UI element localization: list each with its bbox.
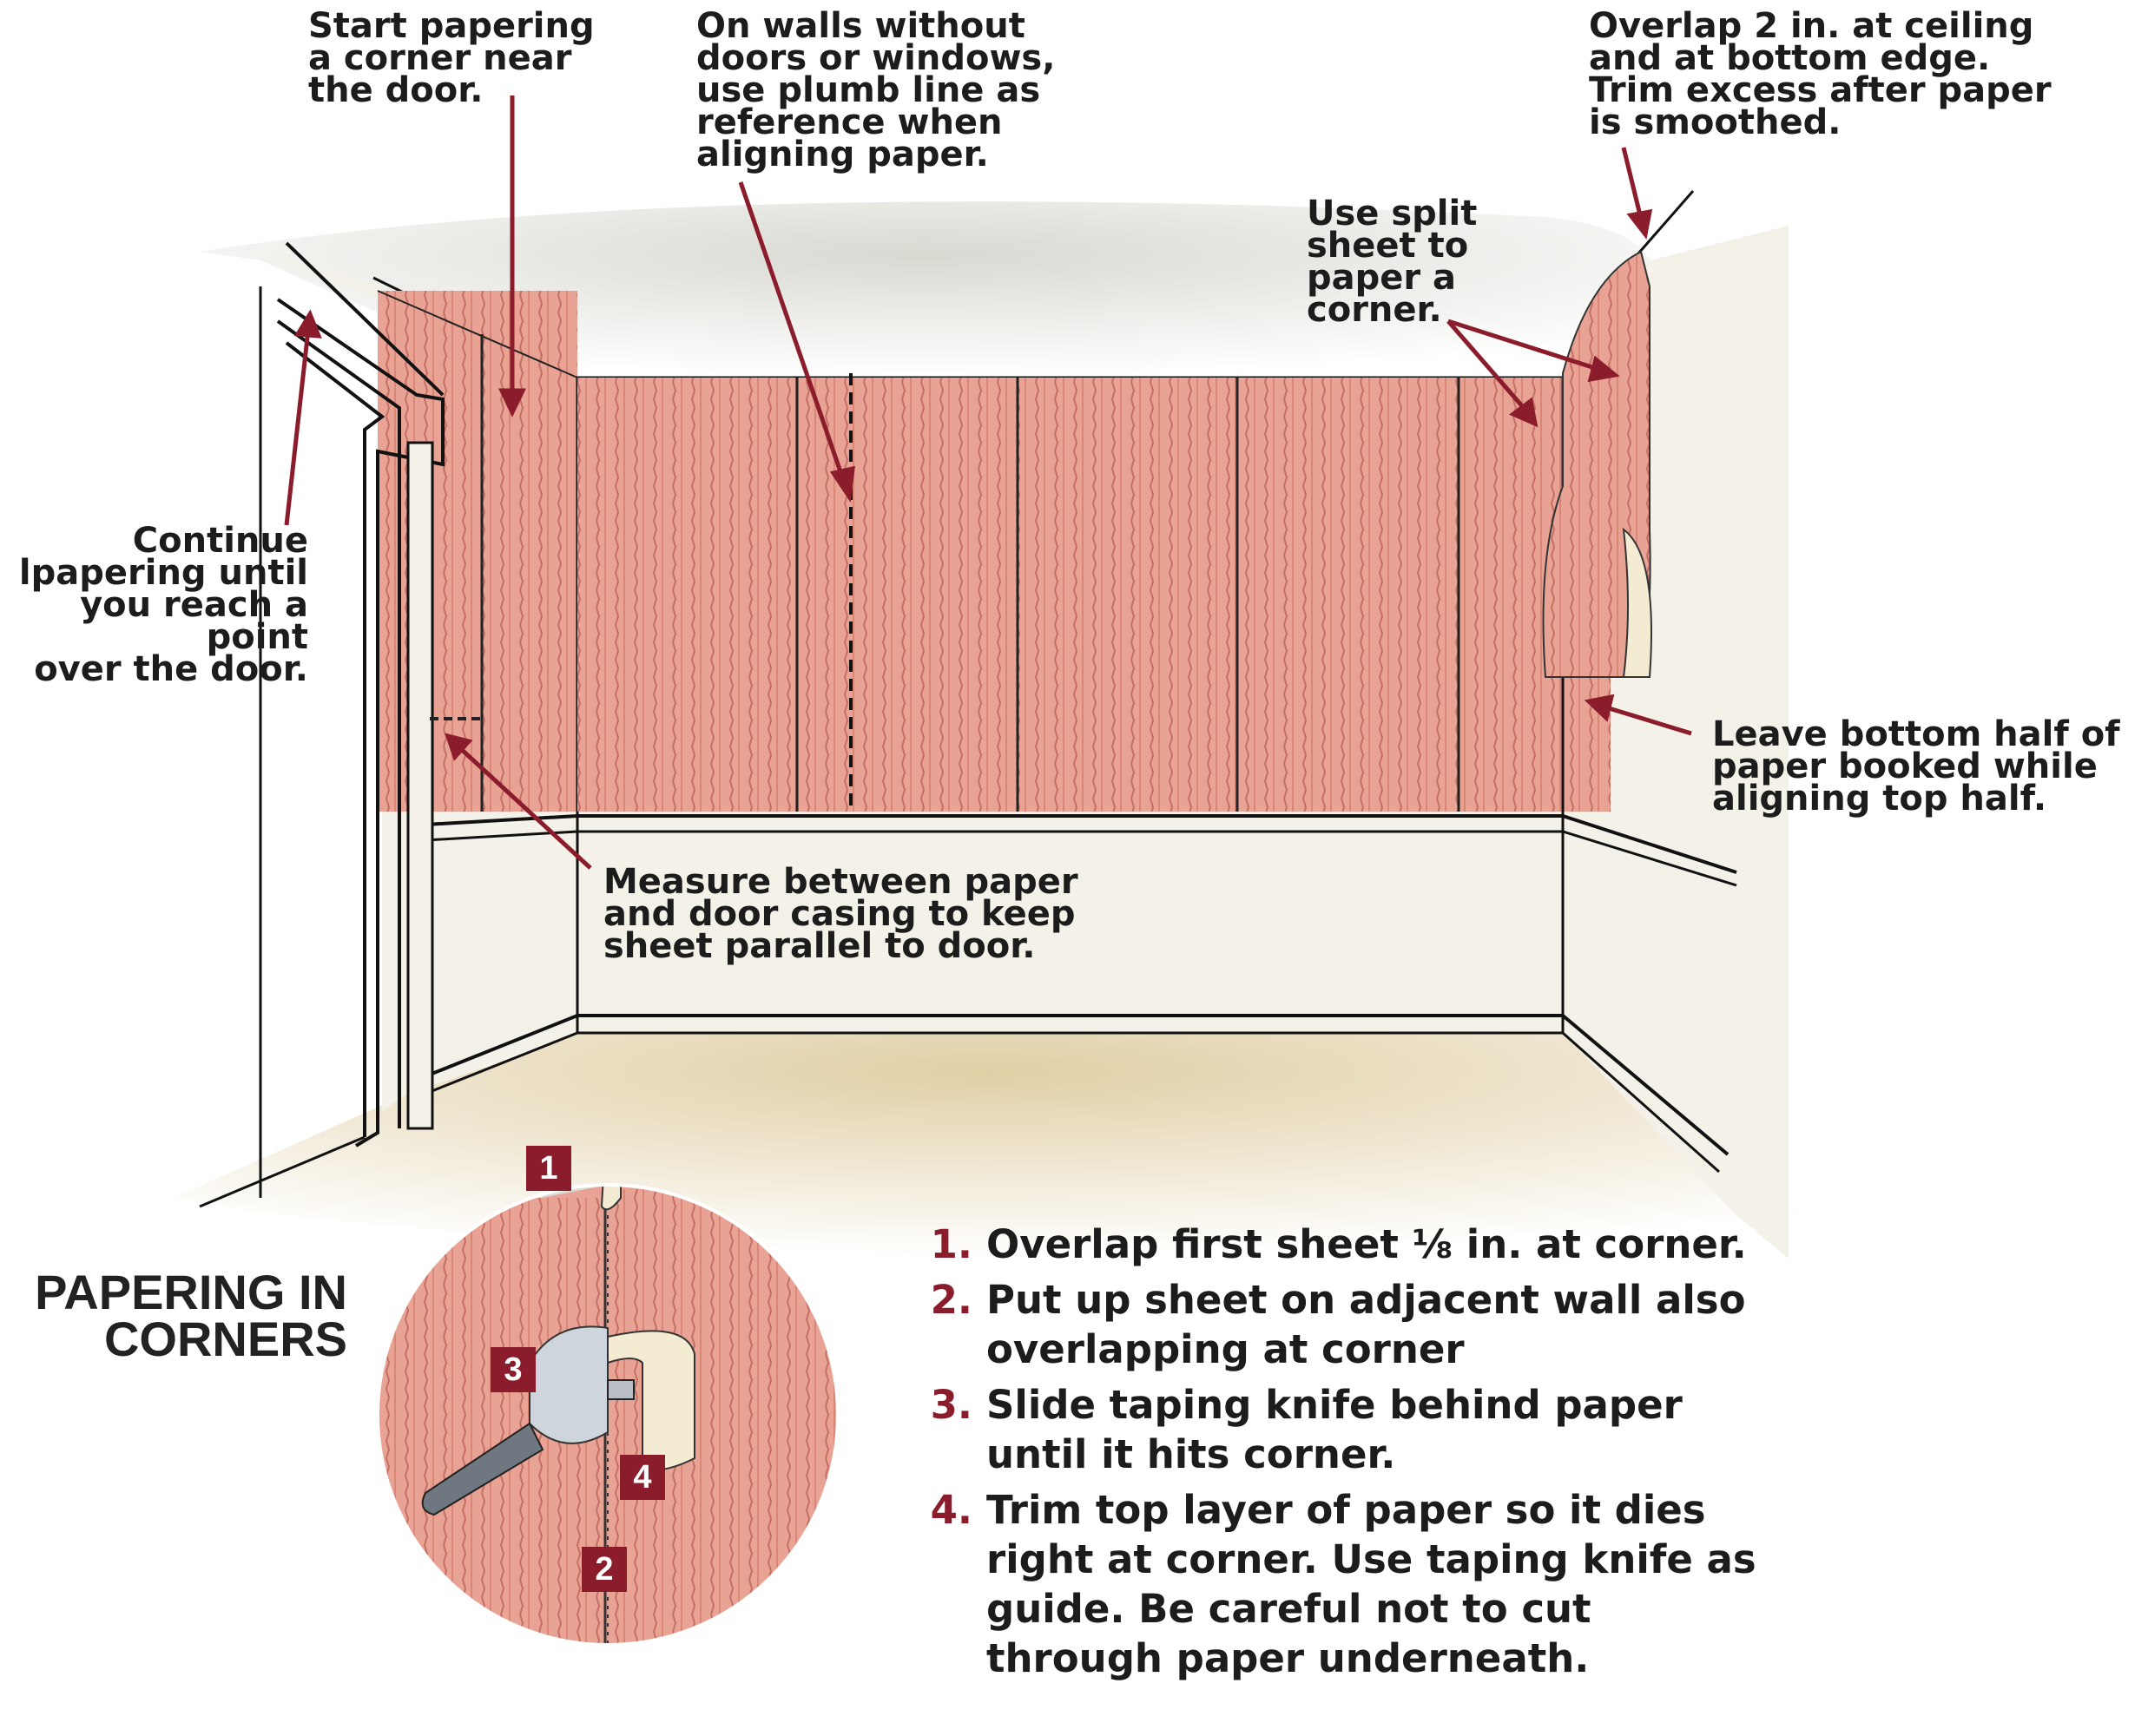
step-number: 1. [930,1221,972,1267]
inset-badge-3: 3 [491,1347,536,1392]
step-number: 4. [930,1487,972,1533]
step-text: Put up sheet on adjacent wall also overl… [986,1277,1746,1372]
step-text: Overlap first sheet ⅛ in. at corner. [986,1221,1747,1267]
callout-plumb-line: On walls without doors or windows, use p… [696,6,1056,174]
inset-badge-4: 4 [620,1455,665,1500]
callout-measure: Measure between paper and door casing to… [603,862,1078,966]
step-number: 2. [930,1277,972,1323]
step-item: 4. Trim top layer of paper so it dies ri… [912,1485,1780,1683]
step-item: 3. Slide taping knife behind paper until… [912,1380,1780,1479]
corner-steps-list: 1. Overlap first sheet ⅛ in. at corner. … [912,1220,1780,1689]
callout-leave-bottom: Leave bottom half of paper booked while … [1712,714,2120,819]
inset-badge-1: 1 [526,1146,571,1191]
step-text: Slide taping knife behind paper until it… [986,1382,1683,1477]
step-number: 3. [930,1382,972,1428]
callout-split-sheet: Use split sheet to paper a corner. [1307,194,1478,330]
step-text: Trim top layer of paper so it dies right… [986,1487,1756,1681]
callout-overlap-ceiling: Overlap 2 in. at ceiling and at bottom e… [1589,6,2052,142]
callout-start-papering: Start papering a corner near the door. [308,6,595,110]
inset-heading: PAPERING IN CORNERS [35,1265,347,1366]
step-item: 2. Put up sheet on adjacent wall also ov… [912,1275,1780,1374]
back-wall-paper [577,378,1563,812]
step-item: 1. Overlap first sheet ⅛ in. at corner. [912,1220,1780,1269]
inset-badge-2: 2 [582,1547,627,1592]
callout-continue-papering: Continue lpapering until you reach a poi… [18,521,308,689]
chair-rail [425,814,1737,874]
baseboard [425,1014,1730,1156]
door-casing [276,241,445,1147]
